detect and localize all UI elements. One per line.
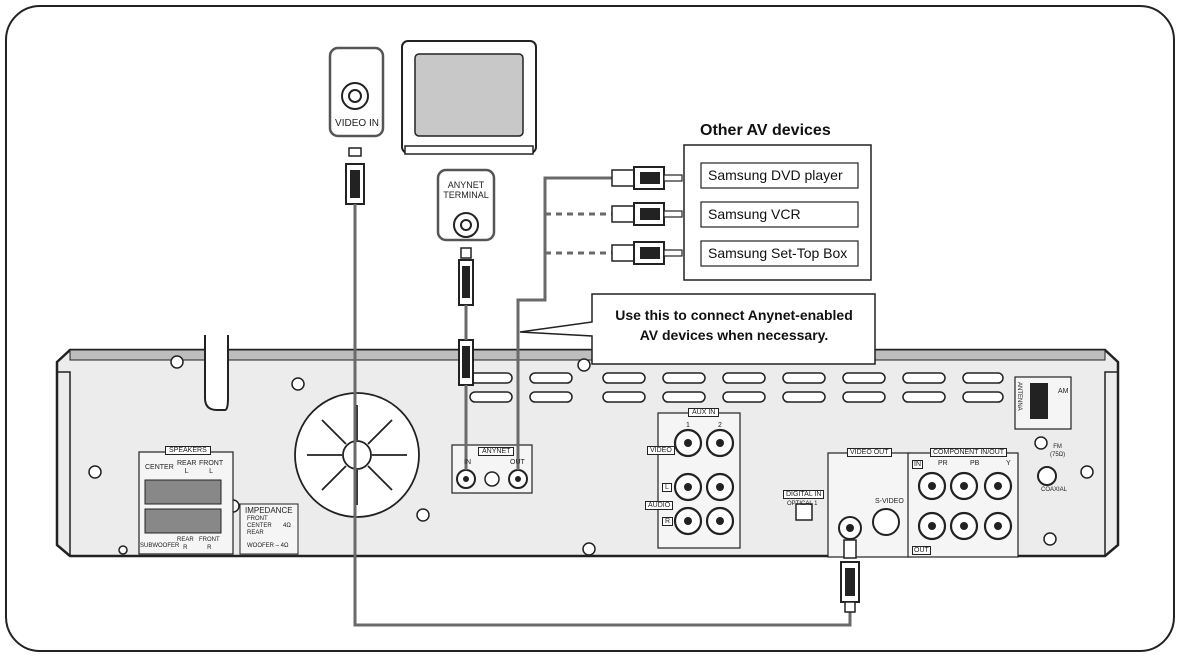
- impedance-4ohm: 4Ω: [283, 523, 291, 529]
- dashed-cables: [545, 212, 612, 255]
- device-box-stb: [700, 240, 859, 267]
- impedance-label: IMPEDANCE: [245, 506, 293, 515]
- device-box-vcr: [700, 201, 859, 228]
- antenna-label: ANTENNA: [1016, 382, 1022, 411]
- callout-text-line2: AV devices when necessary.: [639, 327, 829, 343]
- component-label: COMPONENT IN/OUT: [930, 448, 1008, 457]
- optical-label: OPTICAL 1: [787, 501, 818, 507]
- digital-in-label: DIGITAL IN: [783, 490, 825, 499]
- aux-video-label: VIDEO: [647, 446, 675, 455]
- woofer-impedance: WOOFER – 4Ω: [247, 543, 289, 549]
- device-plugs: [611, 166, 683, 265]
- video-in-label: VIDEO IN: [335, 118, 379, 129]
- callout-box: [519, 293, 876, 365]
- video-in-jack: [328, 46, 385, 205]
- coaxial-label: COAXIAL: [1041, 487, 1068, 493]
- impedance-center: CENTER: [247, 523, 272, 529]
- device-label-dvd: Samsung DVD player: [708, 167, 843, 183]
- cables: [353, 176, 852, 627]
- speaker-center-label: CENTER: [145, 464, 174, 471]
- anynet-in-label: IN: [464, 459, 471, 466]
- speaker-rear-r-label: REAR R: [177, 537, 194, 551]
- anynet-panel-label: ANYNET: [478, 447, 515, 456]
- device-label-vcr: Samsung VCR: [708, 206, 801, 222]
- callout-text-line1: Use this to connect Anynet-enabled: [615, 307, 853, 323]
- am-label: AM: [1058, 388, 1069, 395]
- tv-illustration: [401, 40, 537, 155]
- impedance-rear: REAR: [247, 530, 264, 536]
- aux-l-label: L: [662, 483, 672, 492]
- device-label-stb: Samsung Set-Top Box: [708, 245, 848, 261]
- s-video-label: S-VIDEO: [875, 498, 904, 505]
- component-out-label: OUT: [912, 546, 931, 555]
- receiver-rear-panel: [55, 335, 1120, 558]
- device-box-dvd: [700, 162, 859, 189]
- aux-1-label: 1: [686, 422, 690, 429]
- aux-audio-label: AUDIO: [645, 501, 674, 510]
- speaker-front-r-label: FRONT R: [199, 537, 220, 551]
- fm-label: FM (75Ω): [1050, 444, 1066, 458]
- component-pr-label: PR: [938, 460, 948, 467]
- aux-r-label: R: [662, 517, 674, 526]
- aux-in-label: AUX IN: [688, 408, 720, 417]
- video-out-plug: [840, 539, 860, 613]
- component-y-label: Y: [1006, 460, 1011, 467]
- impedance-front: FRONT: [247, 516, 268, 522]
- anynet-terminal-label: ANYNET TERMINAL: [443, 180, 489, 200]
- speaker-front-l-label: FRONT L: [199, 460, 224, 475]
- cooling-fan: [294, 392, 420, 518]
- component-in-label: IN: [912, 460, 923, 469]
- speaker-rear-l-label: REAR L: [177, 460, 197, 475]
- speaker-subwoofer-label: SUBWOOFER: [140, 543, 180, 549]
- aux-2-label: 2: [718, 422, 722, 429]
- component-pb-label: PB: [970, 460, 980, 467]
- anynet-terminal-jack: [436, 168, 496, 386]
- anynet-out-label: OUT: [510, 459, 525, 466]
- video-out-label: VIDEO OUT: [847, 448, 892, 457]
- speakers-label: SPEAKERS: [165, 446, 211, 455]
- other-av-devices-title: Other AV devices: [700, 122, 831, 139]
